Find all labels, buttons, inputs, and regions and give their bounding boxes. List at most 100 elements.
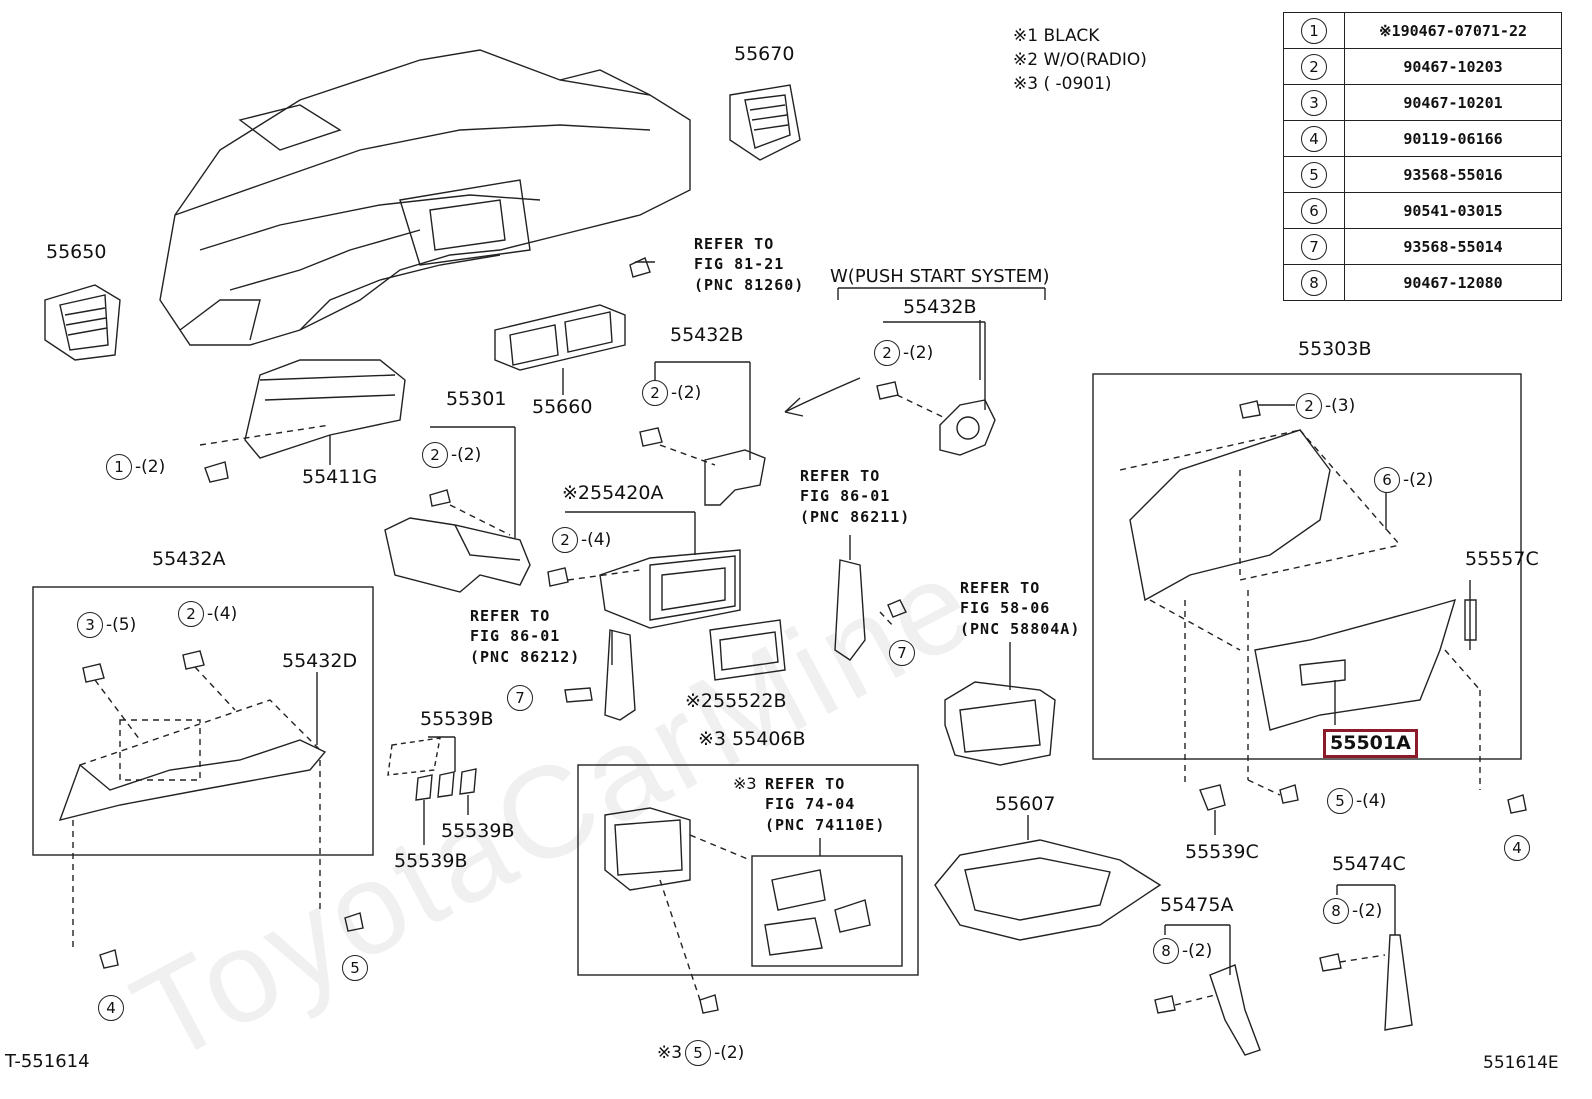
callout-8-55475A: 8-(2) <box>1153 938 1212 964</box>
figure-id-left: T-551614 <box>5 1051 90 1072</box>
parts-table-num-cell: 8 <box>1283 264 1345 301</box>
parts-table-num-cell: 1 <box>1283 12 1345 49</box>
callout-qty: -(2) <box>135 457 166 477</box>
callout-4-glove-box: 4 <box>1504 835 1533 861</box>
parts-table-num: 6 <box>1301 197 1327 224</box>
parts-table-num-cell: 5 <box>1283 156 1345 193</box>
label-55406B: ※3 55406B <box>698 728 806 750</box>
label-55539B-top: 55539B <box>420 708 494 730</box>
callout-qty: -(4) <box>1356 791 1387 811</box>
label-55411G: 55411G <box>302 466 378 488</box>
label-55501A-highlighted[interactable]: 55501A <box>1323 729 1418 758</box>
box-55432A <box>32 586 374 856</box>
callout-number: 6 <box>1374 467 1400 493</box>
callout-qty: -(2) <box>671 383 702 403</box>
label-55539B-bottom: 55539B <box>394 850 468 872</box>
callout-4-lower: 4 <box>98 995 127 1021</box>
parts-table-num: 4 <box>1301 125 1327 152</box>
callout-1: 1-(2) <box>106 454 165 480</box>
callout-5-glove-box: 5-(4) <box>1327 788 1386 814</box>
lower-panel-55432A-drawing <box>58 650 364 969</box>
callout-number: 5 <box>342 955 368 981</box>
panel-55474C-drawing <box>1319 884 1413 1031</box>
parts-table-row: 4 90119-06166 <box>1283 120 1562 157</box>
label-55474C: 55474C <box>1332 853 1406 875</box>
callout-2-55301: 2-(2) <box>422 442 481 468</box>
note-wo-radio: ※2 W/O(RADIO) <box>1013 50 1147 70</box>
box-55406B-drawing <box>604 807 903 1014</box>
callout-6: 6-(2) <box>1374 467 1433 493</box>
label-55557C: 55557C <box>1465 548 1539 570</box>
parts-table-part-number: 90541-03015 <box>1344 192 1562 229</box>
callout-qty: -(2) <box>714 1043 745 1063</box>
parts-table-num-cell: 3 <box>1283 84 1345 121</box>
callout-number: 5 <box>1327 788 1353 814</box>
callout-2-55432B-left: 2-(2) <box>642 380 701 406</box>
callout-number: 2 <box>178 601 204 627</box>
glove-box-drawing <box>1119 400 1477 731</box>
push-start-bracket-drawing <box>837 287 1046 456</box>
callout-7-left: 7 <box>507 685 536 711</box>
refer-fig-81-21: REFER TO FIG 81-21 (PNC 81260) <box>694 235 805 294</box>
meter-hood-drawing <box>244 359 406 465</box>
parts-table-part-number: 90467-12080 <box>1344 264 1562 301</box>
panel-55432B-left-drawing <box>639 361 766 506</box>
parts-table-num: 5 <box>1301 161 1327 188</box>
parts-table-num: 3 <box>1301 89 1327 116</box>
glove-box-fasteners-drawing <box>1184 590 1527 835</box>
callout-2-55420A: 2-(4) <box>552 527 611 553</box>
label-55301: 55301 <box>446 388 507 410</box>
callout-number: 2 <box>874 340 900 366</box>
label-55303B: 55303B <box>1298 338 1372 360</box>
parts-table-num-cell: 4 <box>1283 120 1345 157</box>
label-55475A: 55475A <box>1160 894 1234 916</box>
label-55539C: 55539C <box>1185 841 1259 863</box>
callout-2-55432B-right: 2-(2) <box>874 340 933 366</box>
label-push-start: W(PUSH START SYSTEM) <box>830 266 1050 287</box>
callout-qty: -(2) <box>903 343 934 363</box>
label-55432A: 55432A <box>152 548 226 570</box>
label-55522B: ※255522B <box>685 690 787 712</box>
refer-fig-74-04-mark: ※3 <box>733 774 757 793</box>
callout-8-55474C: 8-(2) <box>1323 898 1382 924</box>
parts-table-part-number: 90119-06166 <box>1344 120 1562 157</box>
unit-58804A-drawing <box>944 642 1056 766</box>
panel-55475A-drawing <box>1154 924 1261 1056</box>
callout-number: 2 <box>1296 393 1322 419</box>
parts-table-num: 1 <box>1301 17 1327 44</box>
callout-number: 4 <box>1504 835 1530 861</box>
box-55303B <box>1092 373 1522 760</box>
callout-qty: -(4) <box>581 530 612 550</box>
callout-number: 2 <box>552 527 578 553</box>
parts-table-num-cell: 6 <box>1283 192 1345 229</box>
refer-fig-86-01-86211: REFER TO FIG 86-01 (PNC 86211) <box>800 467 911 526</box>
callout-number: 2 <box>422 442 448 468</box>
callout-2-55432A: 2-(4) <box>178 601 237 627</box>
vent-55660-drawing <box>494 304 626 395</box>
parts-table-num-cell: 7 <box>1283 228 1345 265</box>
callout-qty: -(2) <box>1403 470 1434 490</box>
callout-3: 3-(5) <box>77 612 136 638</box>
parts-table-row: 1※190467-07071-22 <box>1283 12 1562 49</box>
figure-id-right: 551614E <box>1483 1053 1559 1073</box>
label-55432B-left: 55432B <box>670 324 744 346</box>
label-55432D: 55432D <box>282 650 358 672</box>
callout-7-right: 7 <box>889 640 918 666</box>
refer-fig-58-06: REFER TO FIG 58-06 (PNC 58804A) <box>960 579 1081 638</box>
note-date-range: ※3 ( -0901) <box>1013 74 1112 94</box>
parts-table-part-number: 93568-55014 <box>1344 228 1562 265</box>
label-55607: 55607 <box>995 793 1056 815</box>
callout-number: 8 <box>1153 938 1179 964</box>
refer-fig-86-01-86212: REFER TO FIG 86-01 (PNC 86212) <box>470 607 581 666</box>
parts-table-part-number: 90467-10203 <box>1344 48 1562 85</box>
callout-qty: -(3) <box>1325 396 1356 416</box>
instrument-panel-drawing <box>159 49 691 346</box>
callout-number: 2 <box>642 380 668 406</box>
